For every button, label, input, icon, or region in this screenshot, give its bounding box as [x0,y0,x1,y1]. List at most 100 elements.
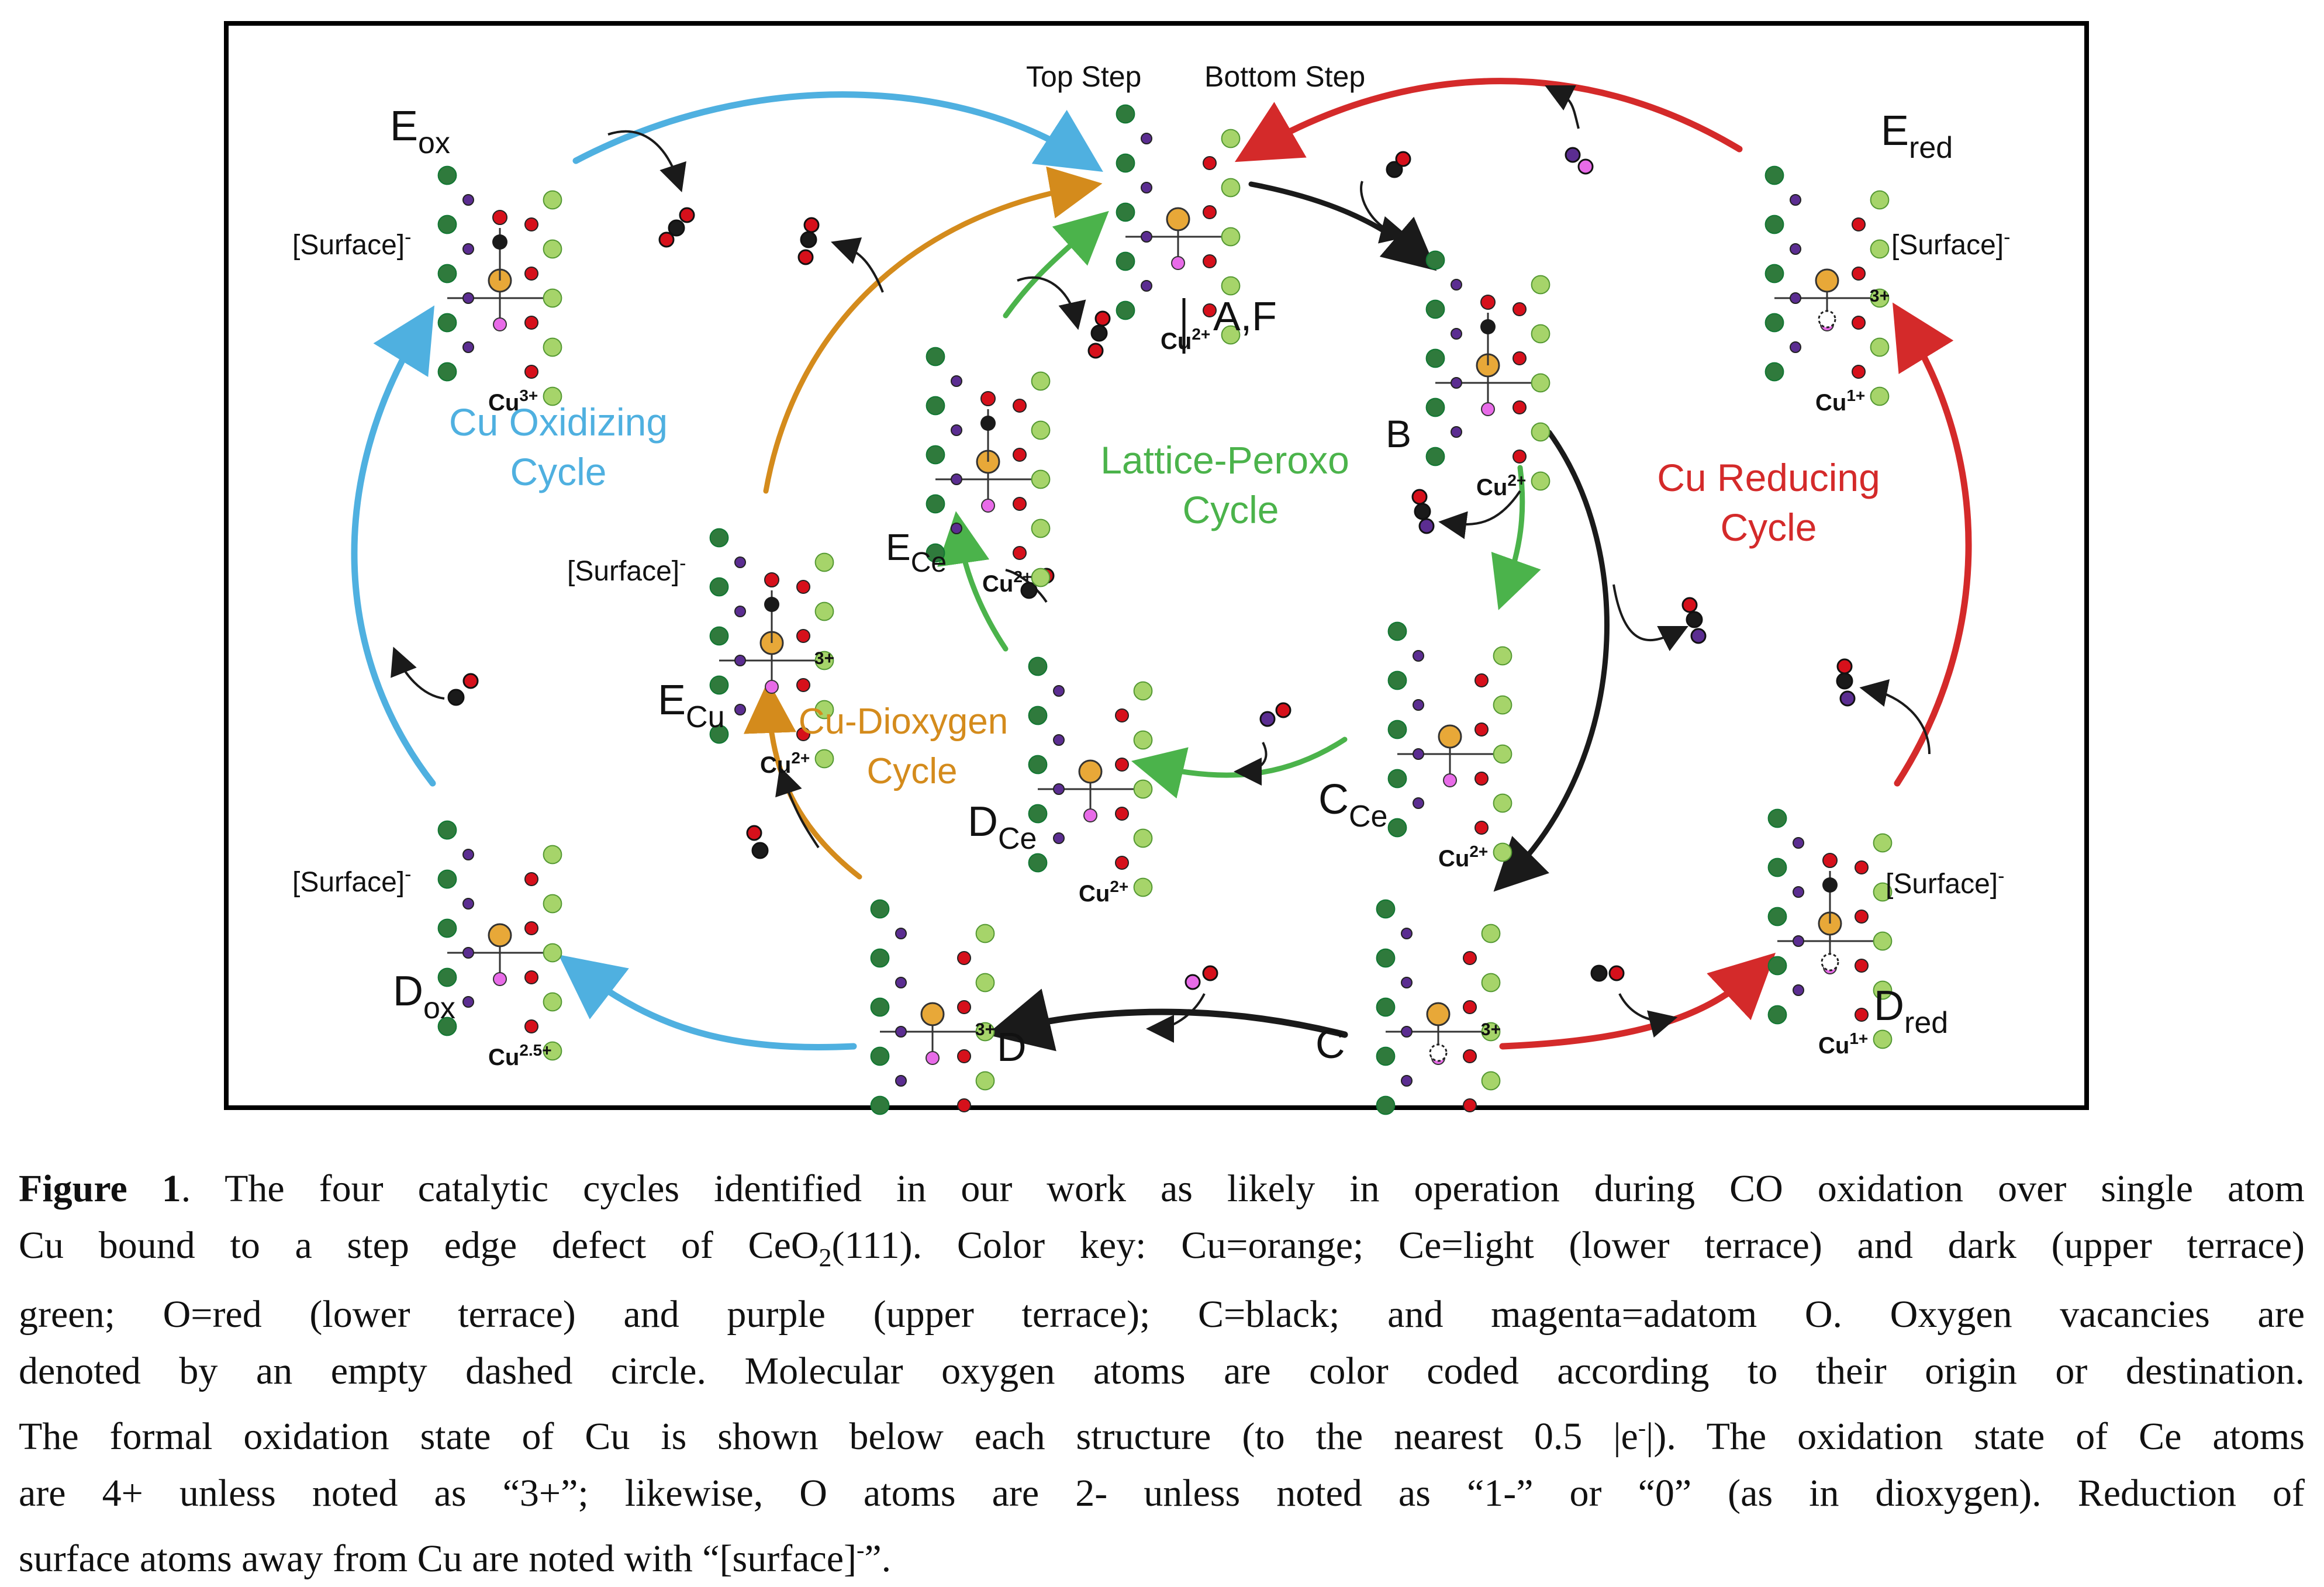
o-atom [462,947,474,959]
o-atom [1203,303,1217,317]
o-atom [524,217,538,231]
o-atom [1053,685,1065,697]
o-atom [1053,832,1065,844]
o-atom [1115,758,1129,772]
o-atom [796,678,810,692]
o-atom [796,629,810,643]
o-atom [1463,1049,1477,1063]
o-atom [895,1026,907,1038]
caption-figure-label: Figure 1 [19,1167,181,1210]
state-label-af: A,F [1213,293,1277,339]
cu-atom [1078,759,1103,784]
ce-atom [437,313,457,333]
arrow-eox-to-af [572,91,1103,172]
ce-atom [1376,899,1396,919]
arrow-b-to-c [1493,430,1610,892]
ce-atom [1028,656,1048,676]
caption-line-1: Figure 1. The four catalytic cycles iden… [19,1167,2305,1210]
ce-atom [1031,371,1051,391]
ce-atom [1493,744,1513,764]
o-atom [1013,546,1027,560]
surface-label-dred: [Surface]- [1886,865,2004,900]
co-molecule [1386,151,1411,178]
ce-atom [1873,1029,1893,1049]
ce-atom [1481,1071,1501,1091]
state-label-ered: Ered [1881,108,1953,165]
o-atom [951,473,962,485]
o-atom [1790,194,1801,206]
o-atom [1855,860,1869,874]
ce-atom [1425,447,1445,466]
adatom-o [1481,402,1495,416]
o-atom [1793,886,1804,898]
o-atom [1141,182,1152,193]
ce-atom [1425,397,1445,417]
caption-line-2: Cu bound to a step edge defect of CeO2(1… [19,1224,2305,1273]
state-label-dred: Dred [1874,983,1948,1040]
o-atom [895,928,907,939]
c-atom [764,597,779,612]
ce-atom [437,1016,457,1036]
ce-atom [1031,420,1051,440]
o-atom [462,292,474,304]
ce-atom [1116,202,1135,222]
o-atom [1115,708,1129,722]
ce-atom [1531,373,1551,393]
ce-atom [543,337,562,357]
ce-atom [1764,362,1784,382]
cycle-name-lattice-peroxo-2: Cycle [1182,488,1279,531]
o2-molecule [1565,147,1594,175]
ce-atom [870,899,890,919]
oxygen-vacancy [1821,953,1839,971]
o-atom [1852,365,1866,379]
o-atom [1793,935,1804,947]
ce-atom [975,1022,995,1042]
state-label-dox: Dox [393,968,455,1025]
o-atom [1855,959,1869,973]
o-atom [1401,1075,1413,1087]
caption-line-4: denoted by an empty dashed circle. Molec… [19,1350,2305,1393]
cycle-name-cu-oxidizing: Cu Oxidizing [449,400,668,444]
cu-oxidation-state: Cu2+ [1476,471,1526,500]
cu-atom [1426,1002,1451,1026]
oxygen-vacancy [1429,1043,1448,1062]
ce-atom [1376,1046,1396,1066]
cu-oxidation-state: Cu2.5+ [488,1041,552,1070]
o-atom [951,424,962,436]
ce-atom [975,924,995,943]
o-atom [524,921,538,935]
ce-atom [709,577,729,597]
ce-atom [1764,165,1784,185]
o-atom [734,606,746,617]
o-atom [1451,426,1462,438]
ce-atom [926,543,945,563]
o-atom [1855,910,1869,924]
o-atom [1141,231,1152,243]
cycle-name-lattice-peroxo: Lattice-Peroxo [1100,438,1349,482]
ce-atom [975,1071,995,1091]
ce-atom [1116,251,1135,271]
cu-oxidation-state: Cu2+ [1438,842,1488,872]
o-atom [1474,772,1489,786]
state-label-ecu: ECu [658,677,725,734]
ce-atom [1767,858,1787,877]
ce-atom [1133,779,1153,799]
structure-e_ce: Cu2+ [926,347,1051,597]
ce-atom [1764,313,1784,333]
o-atom [1451,279,1462,291]
o-atom [1790,292,1801,304]
oxygen-vacancy [1818,310,1836,329]
ce-atom [1764,264,1784,283]
ce-atom [1133,681,1153,701]
ce-atom [1376,948,1396,968]
o-atom [1513,400,1527,414]
co2-molecule [1681,597,1707,644]
ce-atom [1387,720,1407,739]
ce-atom [709,626,729,646]
arrow-b-to-cce [1491,465,1541,610]
ce-atom [814,552,834,572]
ce-atom [814,749,834,769]
state-label-ece: ECe [886,526,947,578]
structure-e_red: 3+Cu1+ [1764,165,1890,416]
c-atom [1480,319,1496,334]
